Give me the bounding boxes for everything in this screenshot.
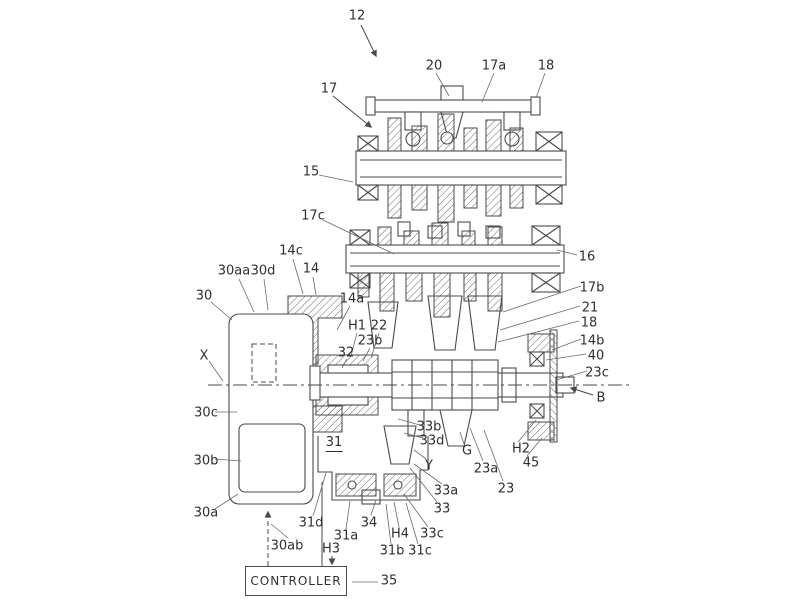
ref-label-33b: 33b — [416, 419, 442, 435]
ref-label-33d: 33d — [419, 433, 445, 449]
ref-label-30a: 30a — [193, 505, 219, 521]
controller-links — [264, 482, 378, 583]
ref-label-30: 30 — [195, 288, 213, 304]
ref-label-20: 20 — [425, 58, 443, 74]
ref-label-14a: 14a — [339, 291, 365, 307]
ref-label-21: 21 — [581, 300, 599, 316]
ref-label-31c: 31c — [408, 543, 432, 559]
ref-label-12: 12 — [348, 8, 366, 24]
ref-label-31: 31 — [325, 435, 343, 452]
ref-label-17c: 17c — [301, 208, 325, 224]
ref-label-17b: 17b — [579, 280, 605, 296]
ref-label-30ab: 30ab — [270, 538, 304, 554]
ref-label-30d: 30d — [250, 263, 276, 279]
ref-label-H4: H4 — [390, 526, 410, 542]
ref-label-33c: 33c — [420, 526, 444, 542]
ref-label-G: G — [461, 443, 473, 459]
controller-box: CONTROLLER — [245, 566, 347, 596]
ref-label-35: 35 — [380, 573, 398, 589]
ref-label-31d: 31d — [298, 515, 324, 531]
ref-label-Y: Y — [425, 458, 433, 474]
ref-label-18-top: 18 — [537, 58, 555, 74]
ref-label-B: B — [596, 390, 606, 406]
ref-label-23c: 23c — [585, 365, 609, 381]
ref-label-23b: 23b — [357, 333, 383, 349]
ref-label-X: X — [199, 348, 209, 364]
ref-label-17: 17 — [320, 81, 338, 97]
ref-label-33a: 33a — [433, 483, 459, 499]
ref-label-30c: 30c — [194, 405, 218, 421]
ref-label-45: 45 — [522, 455, 540, 471]
ref-label-22: 22 — [370, 318, 388, 334]
ref-label-31b: 31b — [379, 543, 405, 559]
ref-label-18-right: 18 — [580, 315, 598, 331]
ref-label-16: 16 — [578, 249, 596, 265]
ref-label-31a: 31a — [333, 528, 359, 544]
leader-lines — [208, 24, 594, 545]
ref-label-14: 14 — [302, 261, 320, 277]
ref-label-32: 32 — [337, 345, 355, 361]
ref-label-14c: 14c — [279, 243, 303, 259]
ref-label-30b: 30b — [193, 453, 219, 469]
ref-label-H2: H2 — [511, 441, 531, 457]
ref-label-34: 34 — [360, 515, 378, 531]
ref-label-23: 23 — [497, 481, 515, 497]
ref-label-30aa: 30aa — [217, 263, 251, 279]
input-shaft-assembly — [355, 113, 567, 239]
ref-label-23a: 23a — [473, 461, 499, 477]
counter-shaft-assembly — [345, 222, 565, 351]
ref-label-H1: H1 — [347, 318, 367, 334]
ref-label-H3: H3 — [321, 541, 341, 557]
ref-label-33: 33 — [433, 501, 451, 517]
clutch-housing — [228, 313, 321, 505]
case-wall — [287, 295, 343, 433]
bearing-icon — [357, 131, 563, 205]
ref-label-15: 15 — [302, 164, 320, 180]
end-bracket-assembly — [527, 329, 558, 443]
ref-label-17a: 17a — [481, 58, 507, 74]
ref-label-40: 40 — [587, 348, 605, 364]
ref-label-14b: 14b — [579, 333, 605, 349]
